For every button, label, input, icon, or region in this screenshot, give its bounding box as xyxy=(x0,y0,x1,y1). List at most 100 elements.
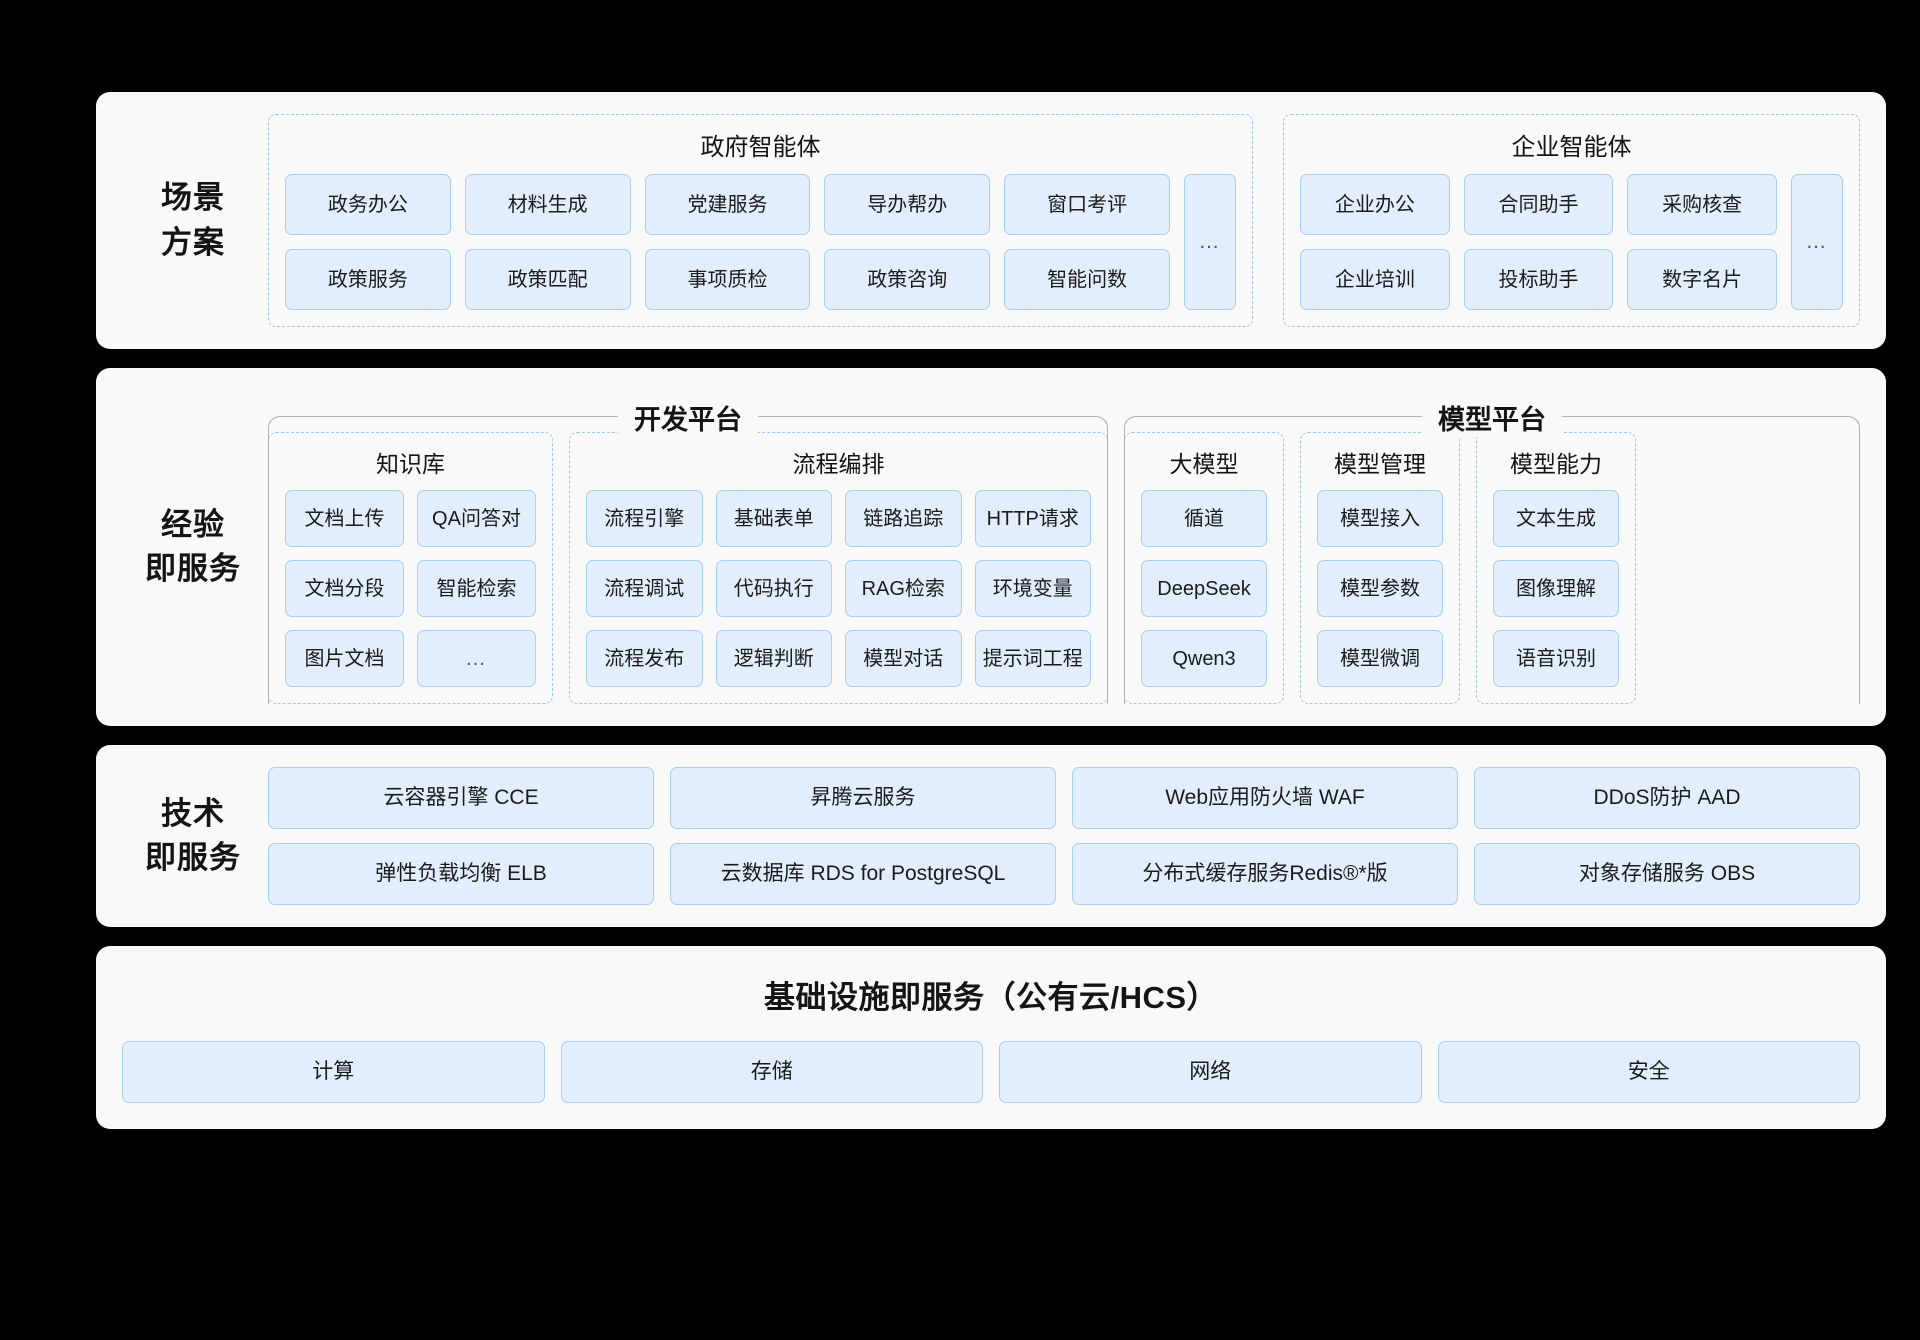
capability-more-button[interactable]: … xyxy=(417,630,536,687)
tier-experience-body: 开发平台 知识库 文档上传 QA问答对 文档分段 智能检索 xyxy=(268,390,1860,704)
scene-item[interactable]: 企业培训 xyxy=(1300,249,1450,310)
infrastructure-item[interactable]: 计算 xyxy=(122,1041,545,1103)
cloud-service-item[interactable]: Web应用防火墙 WAF xyxy=(1072,767,1458,829)
capability-item[interactable]: 文档上传 xyxy=(285,490,404,547)
flow-orchestration-row: 流程引擎 基础表单 链路追踪 HTTP请求 xyxy=(586,490,1091,547)
tier-technology-body: 云容器引擎 CCE 昇腾云服务 Web应用防火墙 WAF DDoS防护 AAD … xyxy=(268,767,1860,905)
technology-rows: 云容器引擎 CCE 昇腾云服务 Web应用防火墙 WAF DDoS防护 AAD … xyxy=(268,767,1860,905)
scene-item[interactable]: 党建服务 xyxy=(644,174,811,235)
capability-item[interactable]: 智能检索 xyxy=(417,560,536,617)
scene-more-button[interactable]: … xyxy=(1791,174,1844,310)
platform-development-title: 开发平台 xyxy=(618,398,758,437)
scene-item[interactable]: 投标助手 xyxy=(1463,249,1614,310)
infrastructure-row: 计算 存储 网络 安全 xyxy=(122,1041,1860,1103)
capability-item[interactable]: HTTP请求 xyxy=(974,490,1091,547)
knowledge-base-row: 文档分段 智能检索 xyxy=(285,560,536,617)
scene-item[interactable]: 采购核查 xyxy=(1627,174,1778,235)
tier-experience-label-line-1: 经验 xyxy=(161,506,225,542)
scene-item[interactable]: 导办帮办 xyxy=(824,174,991,235)
model-item[interactable]: Qwen3 xyxy=(1141,630,1267,687)
scene-item[interactable]: 政策服务 xyxy=(285,249,451,310)
group-model-management: 模型管理 模型接入 模型参数 模型微调 xyxy=(1300,432,1460,704)
capability-item[interactable]: 图片文档 xyxy=(285,630,404,687)
group-flow-orchestration-title: 流程编排 xyxy=(792,451,885,477)
tier-experience-as-a-service: 经验 即服务 开发平台 知识库 文档上传 QA问答对 xyxy=(96,368,1886,726)
group-flow-orchestration: 流程编排 流程引擎 基础表单 链路追踪 HTTP请求 流程调试 xyxy=(569,432,1108,704)
infrastructure-item[interactable]: 网络 xyxy=(999,1041,1422,1103)
infrastructure-item[interactable]: 存储 xyxy=(560,1041,983,1103)
capability-item[interactable]: 基础表单 xyxy=(715,490,832,547)
cloud-service-item[interactable]: 云容器引擎 CCE xyxy=(268,767,654,829)
model-management-item[interactable]: 模型微调 xyxy=(1317,630,1443,687)
capability-item[interactable]: 流程发布 xyxy=(586,630,703,687)
scene-item[interactable]: 合同助手 xyxy=(1463,174,1614,235)
capability-item[interactable]: 模型对话 xyxy=(845,630,962,687)
cloud-service-item[interactable]: 云数据库 RDS for PostgreSQL xyxy=(670,843,1056,905)
capability-item[interactable]: 代码执行 xyxy=(715,560,832,617)
group-knowledge-base: 知识库 文档上传 QA问答对 文档分段 智能检索 xyxy=(268,432,553,704)
capability-item[interactable]: 流程引擎 xyxy=(586,490,703,547)
tier-technology-label-line-2: 即服务 xyxy=(145,840,241,875)
enterprise-agent-column: 采购核查 数字名片 xyxy=(1627,174,1778,310)
model-capability-rows: 文本生成 图像理解 语音识别 xyxy=(1493,490,1619,687)
model-item[interactable]: 循道 xyxy=(1141,490,1267,547)
model-management-rows: 模型接入 模型参数 模型微调 xyxy=(1317,490,1443,687)
capability-item[interactable]: 提示词工程 xyxy=(974,630,1091,687)
model-capability-item[interactable]: 图像理解 xyxy=(1493,560,1619,617)
scene-groups: 政府智能体 政务办公 政策服务 材料生成 政策匹配 党建服务 xyxy=(268,114,1860,327)
group-large-model: 大模型 循道 DeepSeek Qwen3 xyxy=(1124,432,1284,704)
group-model-capability-title: 模型能力 xyxy=(1510,451,1602,477)
scene-item[interactable]: 数字名片 xyxy=(1627,249,1778,310)
scene-item[interactable]: 事项质检 xyxy=(644,249,811,310)
scene-item[interactable]: 政务办公 xyxy=(285,174,451,235)
model-management-item[interactable]: 模型参数 xyxy=(1317,560,1443,617)
model-management-item[interactable]: 模型接入 xyxy=(1317,490,1443,547)
cloud-service-item[interactable]: 弹性负载均衡 ELB xyxy=(268,843,654,905)
government-agent-column: 窗口考评 智能问数 xyxy=(1004,174,1170,310)
group-government-agent: 政府智能体 政务办公 政策服务 材料生成 政策匹配 党建服务 xyxy=(268,114,1253,327)
flow-orchestration-row: 流程发布 逻辑判断 模型对话 提示词工程 xyxy=(586,630,1091,687)
government-agent-grid: 政务办公 政策服务 材料生成 政策匹配 党建服务 事项质检 xyxy=(285,174,1236,310)
knowledge-base-rows: 文档上传 QA问答对 文档分段 智能检索 图片文档 … xyxy=(285,490,536,687)
cloud-service-item[interactable]: 昇腾云服务 xyxy=(670,767,1056,829)
capability-item[interactable]: QA问答对 xyxy=(417,490,536,547)
tier-infrastructure-as-a-service: 基础设施即服务（公有云/HCS） 计算 存储 网络 安全 xyxy=(96,946,1886,1129)
scene-item[interactable]: 智能问数 xyxy=(1004,249,1170,310)
cloud-service-item[interactable]: 分布式缓存服务Redis®*版 xyxy=(1072,843,1458,905)
scene-more-button[interactable]: … xyxy=(1183,174,1236,310)
large-model-row: 循道 xyxy=(1141,490,1267,547)
tier-stack: 场景 方案 政府智能体 政务办公 政策服务 材料生成 xyxy=(96,92,1886,1129)
flow-orchestration-row: 流程调试 代码执行 RAG检索 环境变量 xyxy=(586,560,1091,617)
scene-item[interactable]: 政策咨询 xyxy=(824,249,991,310)
enterprise-agent-column: 企业办公 企业培训 xyxy=(1300,174,1450,310)
group-enterprise-agent: 企业智能体 企业办公 企业培训 合同助手 投标助手 采购核查 xyxy=(1283,114,1860,327)
technology-row: 云容器引擎 CCE 昇腾云服务 Web应用防火墙 WAF DDoS防护 AAD xyxy=(268,767,1860,829)
scene-item[interactable]: 企业办公 xyxy=(1300,174,1450,235)
capability-item[interactable]: RAG检索 xyxy=(845,560,962,617)
tier-experience-label-line-2: 即服务 xyxy=(145,551,241,586)
scene-item[interactable]: 材料生成 xyxy=(464,174,631,235)
group-model-capability: 模型能力 文本生成 图像理解 语音识别 xyxy=(1476,432,1636,704)
tier-technology-label: 技术 即服务 xyxy=(118,767,268,905)
model-capability-item[interactable]: 文本生成 xyxy=(1493,490,1619,547)
model-capability-item[interactable]: 语音识别 xyxy=(1493,630,1619,687)
tier-scene-solutions: 场景 方案 政府智能体 政务办公 政策服务 材料生成 xyxy=(96,92,1886,349)
cloud-service-item[interactable]: 对象存储服务 OBS xyxy=(1474,843,1860,905)
scene-item[interactable]: 政策匹配 xyxy=(464,249,631,310)
infrastructure-item[interactable]: 安全 xyxy=(1437,1041,1860,1103)
capability-item[interactable]: 文档分段 xyxy=(285,560,404,617)
flow-orchestration-rows: 流程引擎 基础表单 链路追踪 HTTP请求 流程调试 代码执行 RAG检索 环境 xyxy=(586,490,1091,687)
capability-item[interactable]: 链路追踪 xyxy=(845,490,962,547)
capability-item[interactable]: 环境变量 xyxy=(974,560,1091,617)
capability-item[interactable]: 逻辑判断 xyxy=(715,630,832,687)
platform-model-title: 模型平台 xyxy=(1422,398,1562,437)
large-model-row: DeepSeek xyxy=(1141,560,1267,617)
cloud-service-item[interactable]: DDoS防护 AAD xyxy=(1474,767,1860,829)
experience-platforms: 开发平台 知识库 文档上传 QA问答对 文档分段 智能检索 xyxy=(268,390,1860,704)
scene-item[interactable]: 窗口考评 xyxy=(1004,174,1170,235)
capability-item[interactable]: 流程调试 xyxy=(586,560,703,617)
model-item[interactable]: DeepSeek xyxy=(1141,560,1267,617)
group-enterprise-agent-title: 企业智能体 xyxy=(1511,134,1632,161)
model-management-row: 模型微调 xyxy=(1317,630,1443,687)
